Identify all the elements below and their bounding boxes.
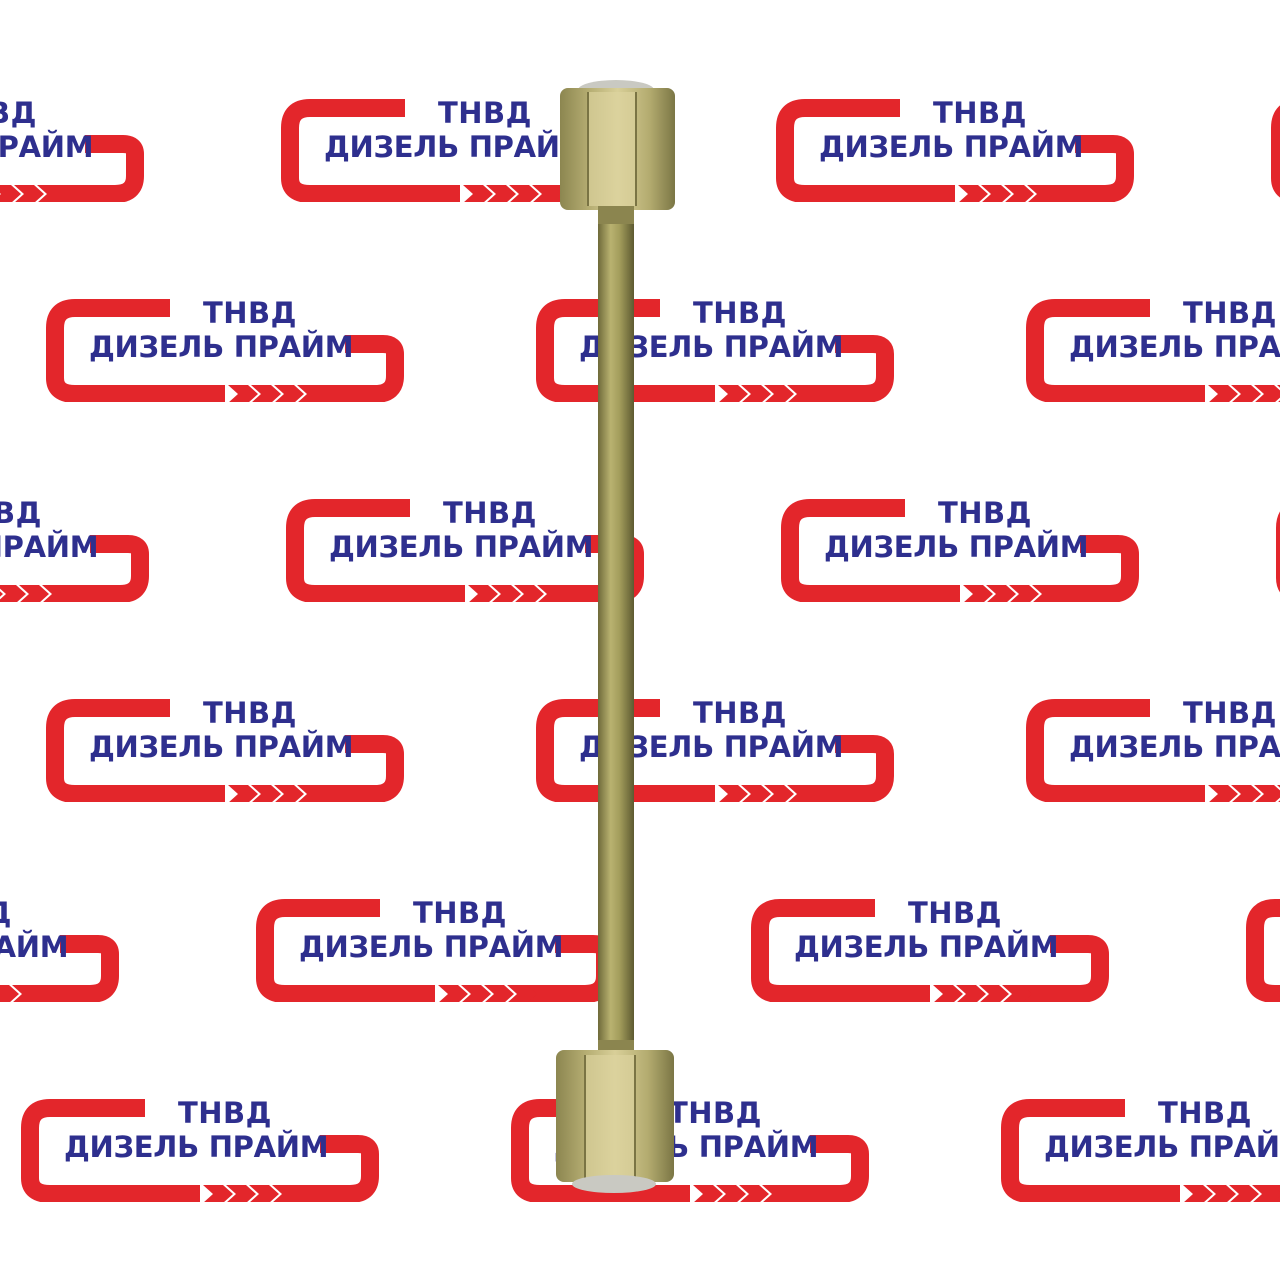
brand-logo-frame-icon (1026, 699, 1280, 802)
brand-logo-line-1: ТНВД (1158, 1096, 1252, 1130)
brand-logo-frame-icon (46, 299, 404, 402)
brand-logo-frame-icon (0, 535, 149, 602)
brand-logo-line-1: ТНВД (203, 296, 297, 330)
brand-logo-line-2: ДИЗЕЛЬ ПРАЙМ (0, 930, 69, 964)
brand-logo: ТНВД ДИЗЕЛЬ ПРАЙМ (1245, 892, 1280, 1002)
brand-logo-line-2: ДИЗЕЛЬ ПРАЙМ (324, 130, 589, 164)
brand-logo: ТНВД ДИЗЕЛЬ ПРАЙМ (750, 892, 1120, 1002)
brand-logo-frame-icon (536, 699, 894, 802)
brand-logo-line-2: ДИЗЕЛЬ ПРАЙМ (1044, 1130, 1280, 1164)
brand-logo: ТНВД ДИЗЕЛЬ ПРАЙМ (780, 492, 1150, 602)
brand-logo-frame-icon (776, 99, 1134, 202)
brand-logo-line-1: ТНВД (1183, 296, 1277, 330)
brand-logo-frame-icon (1246, 899, 1280, 1002)
brand-logo-line-2: ДИЗЕЛЬ ПРАЙМ (89, 330, 354, 364)
pipe-tube (598, 200, 634, 1080)
brand-logo-line-2: ДИЗЕЛЬ ПРАЙМ (89, 730, 354, 764)
brand-logo: ТНВД ДИЗЕЛЬ ПРАЙМ (775, 92, 1145, 202)
brand-logo-frame-icon (0, 935, 119, 1002)
brand-logo-frame-icon (781, 499, 1139, 602)
brand-logo: ТНВД ДИЗЕЛЬ ПРАЙМ (20, 1092, 390, 1202)
brand-logo-line-2: ДИЗЕЛЬ ПРАЙМ (819, 130, 1084, 164)
brand-logo-line-2: ДИЗЕЛЬ ПРАЙМ (824, 530, 1089, 564)
brand-logo-line-1: ТНВД (178, 1096, 272, 1130)
brand-logo-line-2: ДИЗЕЛЬ ПРАЙМ (0, 130, 94, 164)
brand-logo-line-1: ТНВД (668, 1096, 762, 1130)
brand-logo-frame-icon (536, 299, 894, 402)
brand-logo-line-1: ТНВД (413, 896, 507, 930)
brand-logo-frame-icon (511, 1099, 869, 1202)
brand-logo-line-1: ТНВД (693, 696, 787, 730)
brand-logo-line-1: ТНВД (0, 496, 42, 530)
brand-logo-line-1: ТНВД (1183, 696, 1277, 730)
brand-logo-line-1: ТНВД (908, 896, 1002, 930)
brand-logo-line-2: ДИЗЕЛЬ ПРАЙМ (329, 530, 594, 564)
brand-logo-frame-icon (751, 899, 1109, 1002)
brand-logo-line-2: ДИЗЕЛЬ ПРАЙМ (794, 930, 1059, 964)
bottom-hex-nut (556, 1040, 674, 1193)
brand-logo-line-1: ТНВД (0, 96, 37, 130)
brand-logo-frame-icon (1001, 1099, 1280, 1202)
brand-logo: ТНВД ДИЗЕЛЬ ПРАЙМ (1000, 1092, 1280, 1202)
brand-logo-line-1: ТНВД (933, 96, 1027, 130)
brand-logo-line-1: ТНВД (443, 496, 537, 530)
brand-logo-frame-icon (1026, 299, 1280, 402)
brand-logo-frame-icon (21, 1099, 379, 1202)
brand-logo: ТНВД ДИЗЕЛЬ ПРАЙМ (45, 292, 415, 402)
brand-logo: ТНВД ДИЗЕЛЬ ПРАЙМ (0, 92, 155, 202)
top-hex-nut (560, 80, 675, 224)
brand-logo: ТНВД ДИЗЕЛЬ ПРАЙМ (0, 892, 130, 1002)
brand-logo-frame-icon (46, 699, 404, 802)
brand-logo-line-1: ТНВД (438, 96, 532, 130)
brand-logo-line-2: ДИЗЕЛЬ ПРАЙМ (1069, 730, 1280, 764)
brand-logo-line-1: ТНВД (938, 496, 1032, 530)
brand-logo-line-2: ДИЗЕЛЬ ПРАЙМ (64, 1130, 329, 1164)
brand-logo: ТНВД ДИЗЕЛЬ ПРАЙМ (1025, 292, 1280, 402)
brand-logo-frame-icon (0, 135, 144, 202)
brand-logo-line-1: ТНВД (0, 896, 35, 930)
brand-logo-line-2: ДИЗЕЛЬ ПРАЙМ (1069, 330, 1280, 364)
brand-logo-line-2: ДИЗЕЛЬ ПРАЙМ (299, 930, 564, 964)
brand-logo: ТНВД ДИЗЕЛЬ ПРАЙМ (45, 692, 415, 802)
brand-logo-line-1: ТНВД (203, 696, 297, 730)
brand-logo: ТНВД ДИЗЕЛЬ ПРАЙМ (0, 492, 160, 602)
brand-logo-line-1: ТНВД (693, 296, 787, 330)
brand-logo-line-2: ДИЗЕЛЬ ПРАЙМ (0, 530, 99, 564)
brand-logo: ТНВД ДИЗЕЛЬ ПРАЙМ (1025, 692, 1280, 802)
